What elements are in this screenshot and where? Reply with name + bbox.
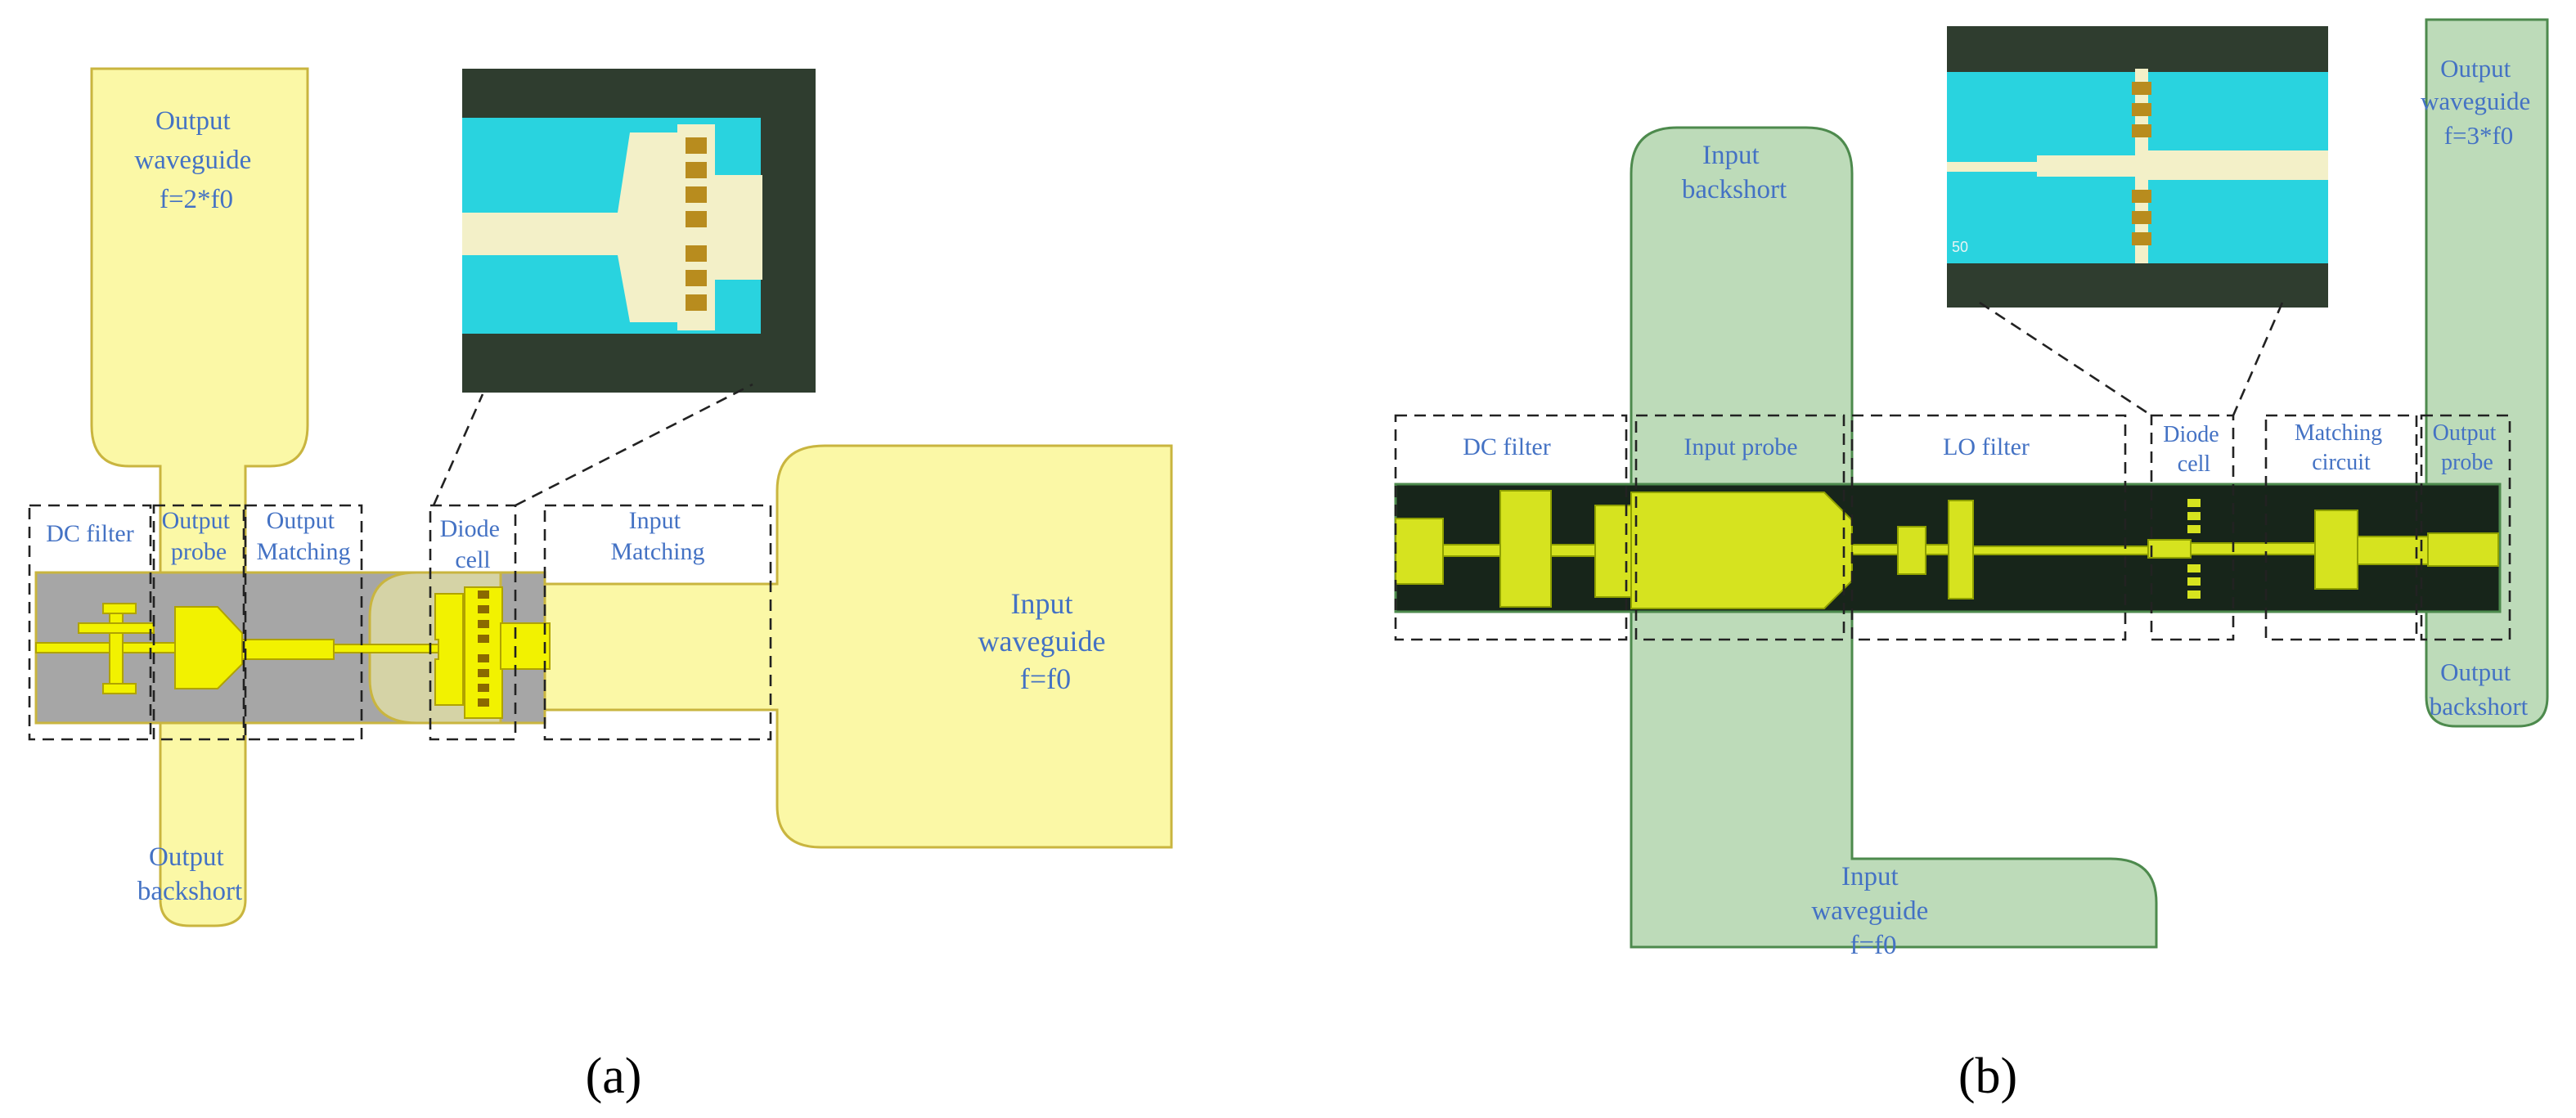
zoom-line-b1 <box>1979 301 2152 417</box>
output-probe-label-b: Output probe <box>2433 420 2502 475</box>
zoom-line-a2 <box>515 383 753 507</box>
zoom-line-b2 <box>2232 302 2284 416</box>
inset-scale-text-b: 50 <box>1952 239 1968 255</box>
lo-filter-box-b <box>1850 414 2127 641</box>
input-probe-label-b: Input probe <box>1684 433 1797 460</box>
input-probe-box-b <box>1634 414 1845 641</box>
output-waveguide-label-b: Output waveguide f=3*f0 <box>2421 54 2537 150</box>
lo-filter-label-b: LO filter <box>1943 433 2030 460</box>
output-probe-box-a <box>152 504 245 741</box>
panel-a: Output waveguide f=2*f0 DC filter Output… <box>28 67 1173 1104</box>
input-matching-label-a: Input Matching <box>611 507 705 565</box>
output-matching-label-a: Output Matching <box>257 507 351 565</box>
output-backshort-label-a: Output backshort <box>137 842 242 906</box>
matching-circuit-box-b <box>2264 414 2418 641</box>
dc-filter-label-a: DC filter <box>46 520 133 547</box>
input-waveguide-b <box>1630 126 2158 949</box>
zoom-line-a1 <box>432 393 484 506</box>
panel-a-caption: (a) <box>586 1048 642 1104</box>
diode-cell-box-a <box>429 504 517 741</box>
matching-circuit-label-b: Matching circuit <box>2295 420 2388 475</box>
diode-chain-b <box>2187 499 2201 599</box>
output-probe-label-a: Output probe <box>162 507 236 565</box>
input-waveguide-label-b: Input waveguide f=f0 <box>1811 862 1935 960</box>
output-matching-box-a <box>244 504 363 741</box>
output-waveguide-label-a: Output waveguide f=2*f0 <box>134 106 258 214</box>
input-backshort-label-b: Input backshort <box>1682 141 1787 204</box>
output-probe-box-b <box>2420 414 2511 641</box>
diode-cell-box-b <box>2150 414 2235 641</box>
micrograph-b: 50 <box>1947 26 2328 308</box>
micrograph-a <box>462 69 816 393</box>
circuit-b <box>1395 490 2499 609</box>
diode-cell-label-a: Diode cell <box>440 515 506 573</box>
input-matching-box-a <box>543 504 772 741</box>
output-waveguide-a <box>90 67 309 927</box>
output-backshort-label-b: Output backshort <box>2430 658 2529 721</box>
diode-chain-a <box>478 590 489 707</box>
dc-filter-box-b <box>1394 414 1628 641</box>
panel-b-caption: (b) <box>1958 1048 2017 1104</box>
dc-filter-box-a <box>28 504 152 741</box>
input-waveguide-label-a: Input waveguide f=f0 <box>978 587 1113 695</box>
input-waveguide-a <box>530 444 1173 849</box>
circuit-a <box>35 586 551 719</box>
dc-filter-label-b: DC filter <box>1463 433 1550 460</box>
diode-cell-label-b: Diode cell <box>2163 422 2224 477</box>
panel-b: 50 Input backshort Output waveguide f=3*… <box>1394 18 2549 1104</box>
